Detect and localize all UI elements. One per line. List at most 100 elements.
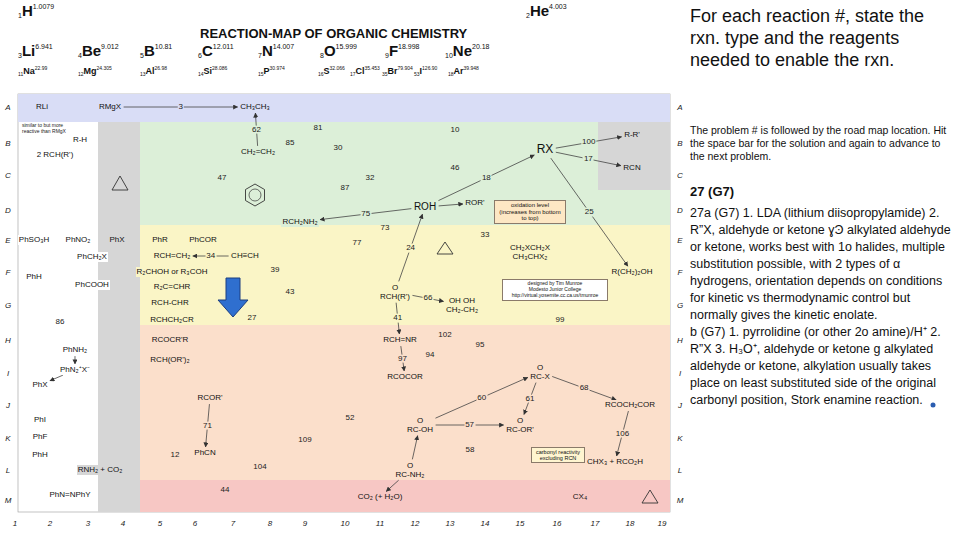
node-text: carbonyl reactivity excluding RCN	[534, 449, 582, 462]
compound-label: RCHCH₂CR	[149, 315, 195, 324]
node-text: O	[530, 363, 550, 372]
reaction-number: 102	[437, 331, 452, 340]
element-symbol: Cl	[356, 66, 365, 76]
row-letter: C	[677, 171, 683, 180]
green-band	[140, 122, 670, 225]
element-cell: 11Na22.99	[18, 61, 47, 77]
element-cell: 53I126.90	[414, 61, 437, 77]
element-symbol: He	[530, 2, 549, 19]
column-number: 9	[303, 519, 307, 528]
column-number: 8	[268, 519, 272, 528]
node-text: PhCOOH	[75, 280, 109, 289]
element-symbol: Al	[146, 66, 155, 76]
node-text: RCOR'	[197, 393, 222, 402]
node-text: PhCOR	[189, 235, 217, 244]
compound-label: PhNO₂	[65, 235, 92, 244]
dichlorocyclopropane-symbol	[642, 490, 658, 503]
reaction-number: 39	[270, 266, 281, 275]
atomic-number: 9	[385, 52, 389, 59]
compound-label: RCN	[622, 163, 641, 172]
element-cell: 12Mg24.305	[78, 61, 112, 77]
column-number: 7	[231, 519, 235, 528]
reaction-number: 17	[583, 155, 594, 164]
column-number: 6	[193, 519, 197, 528]
node-text: RCOCR'R	[152, 335, 189, 344]
compound-label: RNH₂ + CO₂	[77, 465, 124, 474]
element-symbol: H	[22, 2, 33, 19]
node-text: PhF	[33, 432, 48, 441]
reaction-number: 33	[480, 231, 491, 240]
node-text: RCH-CHR	[151, 298, 188, 307]
row-letter: E	[5, 236, 10, 245]
atomic-number: 13	[140, 71, 146, 77]
note-box: designed by Tim MunroeModesto Junior Col…	[502, 279, 608, 300]
element-cell: 5B10.81	[140, 43, 172, 59]
map-frame	[18, 94, 670, 512]
compound-label: R(CH₂)₂OH	[611, 267, 654, 276]
grey-column	[98, 122, 140, 512]
node-text: PhCH₂X	[77, 252, 107, 261]
node-text: PhX	[109, 235, 124, 244]
red-band	[140, 480, 670, 512]
atomic-weight: 22.99	[35, 65, 48, 71]
node-text: 2 RCH(R')	[37, 150, 74, 159]
node-text: PhH	[26, 272, 42, 281]
compound-label: PhSO₃H	[18, 235, 50, 244]
node-text: RCH₂NH₂	[282, 217, 317, 226]
column-number: 19	[658, 519, 667, 528]
instructions: The problem # is followed by the road ma…	[690, 124, 952, 163]
note-box: carbonyl reactivity excluding RCN	[531, 447, 585, 464]
node-text: O	[380, 283, 410, 292]
reaction-number: 73	[380, 224, 391, 233]
solution-panel: 27a (G7) 1. LDA (lithium diisopropylamid…	[690, 205, 952, 409]
compound-label: CHX₃ + RCO₂H	[586, 457, 644, 466]
atomic-weight: 9.012	[101, 43, 119, 50]
atomic-number: 16	[318, 71, 324, 77]
node-text: PhX	[32, 380, 47, 389]
node-text: (increases from bottom to top)	[497, 209, 563, 223]
node-text: CH₂XCH₂X CH₃CHX₂	[505, 243, 555, 261]
compound-label: RMgX	[98, 102, 122, 111]
node-text: CH≡CH	[231, 251, 259, 260]
element-symbol: S	[324, 66, 330, 76]
atomic-number: 18	[448, 71, 454, 77]
band-row-a	[18, 94, 670, 122]
element-cell: 15P30.974	[258, 61, 285, 77]
node-text: CH₃CH₃	[240, 102, 270, 111]
epoxide-symbol	[437, 242, 453, 254]
compound-label: PhX	[31, 380, 48, 389]
reaction-number: 86	[55, 318, 66, 327]
bullet-dot	[931, 403, 936, 408]
element-symbol: Li	[22, 42, 35, 59]
reaction-number: 94	[425, 351, 436, 360]
element-symbol: Ar	[454, 66, 464, 76]
element-symbol: Si	[204, 66, 213, 76]
node-text: RC-NH₂	[396, 470, 425, 479]
element-symbol: Na	[23, 66, 35, 76]
element-symbol: P	[264, 66, 270, 76]
column-number: 15	[516, 519, 525, 528]
row-letter: M	[677, 496, 684, 505]
node-text: CO₂ (+ H₂O)	[358, 492, 403, 501]
compound-label: PhNH₂	[62, 345, 88, 354]
atomic-weight: 18.998	[398, 43, 419, 50]
column-number: 5	[158, 519, 162, 528]
node-text: ROH	[414, 201, 436, 213]
reaction-number: 104	[252, 463, 267, 472]
atomic-number: 3	[18, 52, 22, 59]
column-number: 17	[591, 519, 600, 528]
compound-label: RCH₂NH₂	[281, 217, 318, 226]
node-text: ROR'	[465, 198, 484, 207]
compound-label: RCOCOR	[386, 372, 424, 381]
node-text: PhN=NPhY	[49, 490, 90, 499]
row-letter: E	[677, 236, 682, 245]
element-symbol: Be	[82, 42, 101, 59]
node-text: PhI	[34, 415, 46, 424]
compound-label: RCH(OR')₂	[149, 355, 190, 364]
reaction-number: 52	[345, 414, 356, 423]
atomic-number: 53	[414, 71, 420, 77]
compound-label: CH₂=CH₂	[240, 147, 276, 156]
compound-label: CO₂ (+ H₂O)	[357, 492, 404, 501]
node-text: RX	[537, 143, 554, 157]
